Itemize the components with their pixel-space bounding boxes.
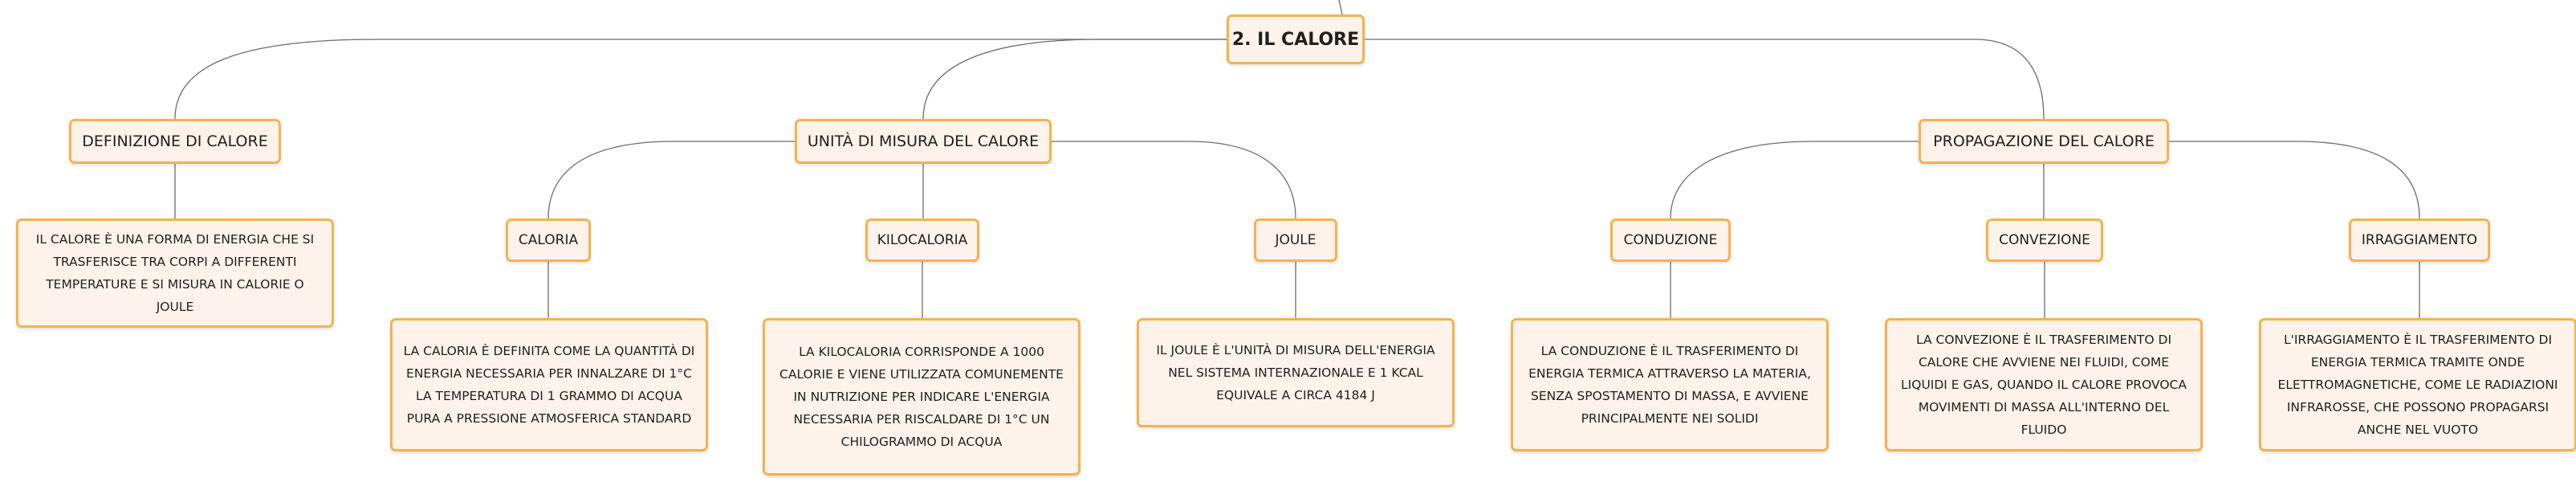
description-irraggiamento[interactable]: L'IRRAGGIAMENTO È IL TRASFERIMENTO DI EN… [2259, 318, 2576, 451]
description-kilocaloria[interactable]: LA KILOCALORIA CORRISPONDE A 1000 CALORI… [763, 318, 1080, 476]
root-node-il-calore[interactable]: 2. IL CALORE [1227, 14, 1365, 64]
connector-root-definizione [174, 39, 1227, 120]
branch-propagazione-del-calore[interactable]: PROPAGAZIONE DEL CALORE [1919, 119, 2169, 164]
connector-propagazione-conduzione [1670, 141, 1919, 219]
node-kilocaloria[interactable]: KILOCALORIA [865, 218, 979, 262]
branch-unita-di-misura-del-calore[interactable]: UNITÀ DI MISURA DEL CALORE [795, 119, 1052, 164]
description-convezione[interactable]: LA CONVEZIONE È IL TRASFERIMENTO DI CALO… [1885, 318, 2203, 451]
connector-parent [1338, 0, 1343, 15]
node-joule[interactable]: JOULE [1254, 218, 1337, 262]
connector-root-propagazione [1365, 39, 2045, 120]
description-definizione-di-calore[interactable]: IL CALORE È UNA FORMA DI ENERGIA CHE SI … [16, 218, 334, 328]
description-caloria[interactable]: LA CALORIA È DEFINITA COME LA QUANTITÀ D… [390, 318, 708, 451]
node-irraggiamento[interactable]: IRRAGGIAMENTO [2349, 218, 2490, 262]
connector-propagazione-irraggiamento [2169, 141, 2420, 219]
node-conduzione[interactable]: CONDUZIONE [1610, 218, 1731, 262]
branch-definizione-di-calore[interactable]: DEFINIZIONE DI CALORE [69, 119, 281, 164]
connector-unita-caloria [547, 141, 795, 219]
node-caloria[interactable]: CALORIA [506, 218, 591, 262]
node-convezione[interactable]: CONVEZIONE [1986, 218, 2103, 262]
description-joule[interactable]: IL JOULE È L'UNITÀ DI MISURA DELL'ENERGI… [1137, 318, 1455, 427]
connector-unita-joule [1052, 141, 1296, 219]
description-conduzione[interactable]: LA CONDUZIONE È IL TRASFERIMENTO DI ENER… [1511, 318, 1829, 451]
connector-root-unita [922, 39, 1227, 120]
